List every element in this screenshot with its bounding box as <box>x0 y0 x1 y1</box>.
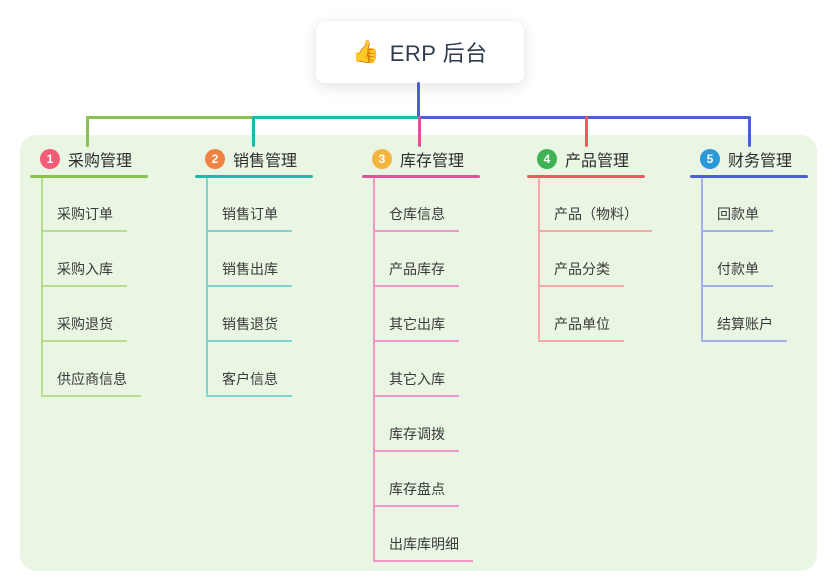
child-node[interactable]: 采购订单 <box>41 202 127 232</box>
root-node-label: ERP 后台 <box>389 41 488 66</box>
child-node[interactable]: 销售退货 <box>206 312 292 342</box>
child-node[interactable]: 回款单 <box>701 202 773 232</box>
thumbs-up-emoji: 👍 <box>352 39 380 64</box>
root-node-erp[interactable]: 👍 ERP 后台 <box>315 20 525 84</box>
branch-child-connector <box>538 178 540 340</box>
branch-node-finance[interactable]: 5 财务管理 <box>690 146 792 172</box>
branch-child-connector <box>701 178 703 340</box>
branch-title: 库存管理 <box>400 153 465 170</box>
child-node[interactable]: 产品库存 <box>373 257 459 287</box>
child-node[interactable]: 产品单位 <box>538 312 624 342</box>
child-node[interactable]: 产品分类 <box>538 257 624 287</box>
child-node[interactable]: 其它入库 <box>373 367 459 397</box>
child-node[interactable]: 结算账户 <box>701 312 787 342</box>
child-node[interactable]: 采购退货 <box>41 312 127 342</box>
branch-number-badge: 2 <box>205 149 225 169</box>
branch-number-badge: 1 <box>40 149 60 169</box>
connector-segment-teal <box>252 116 419 119</box>
child-node[interactable]: 销售订单 <box>206 202 292 232</box>
child-node[interactable]: 销售出库 <box>206 257 292 287</box>
child-node[interactable]: 客户信息 <box>206 367 292 397</box>
branch-drop-line-1 <box>86 116 89 147</box>
branch-title: 采购管理 <box>68 153 133 170</box>
branch-title: 产品管理 <box>565 153 630 170</box>
branch-underline <box>690 175 808 178</box>
branch-number-badge: 3 <box>372 149 392 169</box>
branch-title: 销售管理 <box>233 153 298 170</box>
branch-number-badge: 5 <box>700 149 720 169</box>
child-node[interactable]: 库存调拨 <box>373 422 459 452</box>
child-node[interactable]: 其它出库 <box>373 312 459 342</box>
child-node[interactable]: 库存盘点 <box>373 477 459 507</box>
child-node[interactable]: 仓库信息 <box>373 202 459 232</box>
branch-node-product[interactable]: 4 产品管理 <box>527 146 629 172</box>
branch-number-badge: 4 <box>537 149 557 169</box>
mindmap-background-panel <box>20 135 817 571</box>
branch-node-sales[interactable]: 2 销售管理 <box>195 146 297 172</box>
branch-underline <box>195 175 313 178</box>
child-node[interactable]: 付款单 <box>701 257 773 287</box>
branch-underline <box>362 175 480 178</box>
root-stem-line <box>417 82 420 118</box>
branch-drop-line-3 <box>418 116 421 147</box>
branch-title: 财务管理 <box>728 153 793 170</box>
branch-drop-line-4 <box>585 116 588 147</box>
branch-node-purchase[interactable]: 1 采购管理 <box>30 146 132 172</box>
connector-segment-green <box>86 116 253 119</box>
branch-child-connector <box>373 178 375 560</box>
branch-node-inventory[interactable]: 3 库存管理 <box>362 146 464 172</box>
child-node[interactable]: 出库库明细 <box>373 532 473 562</box>
branch-drop-line-5 <box>748 116 751 147</box>
branch-drop-line-2 <box>252 116 255 147</box>
child-node[interactable]: 产品（物料） <box>538 202 652 232</box>
connector-segment-blue <box>419 116 750 119</box>
child-node[interactable]: 采购入库 <box>41 257 127 287</box>
branch-underline <box>30 175 148 178</box>
child-node[interactable]: 供应商信息 <box>41 367 141 397</box>
branch-underline <box>527 175 645 178</box>
